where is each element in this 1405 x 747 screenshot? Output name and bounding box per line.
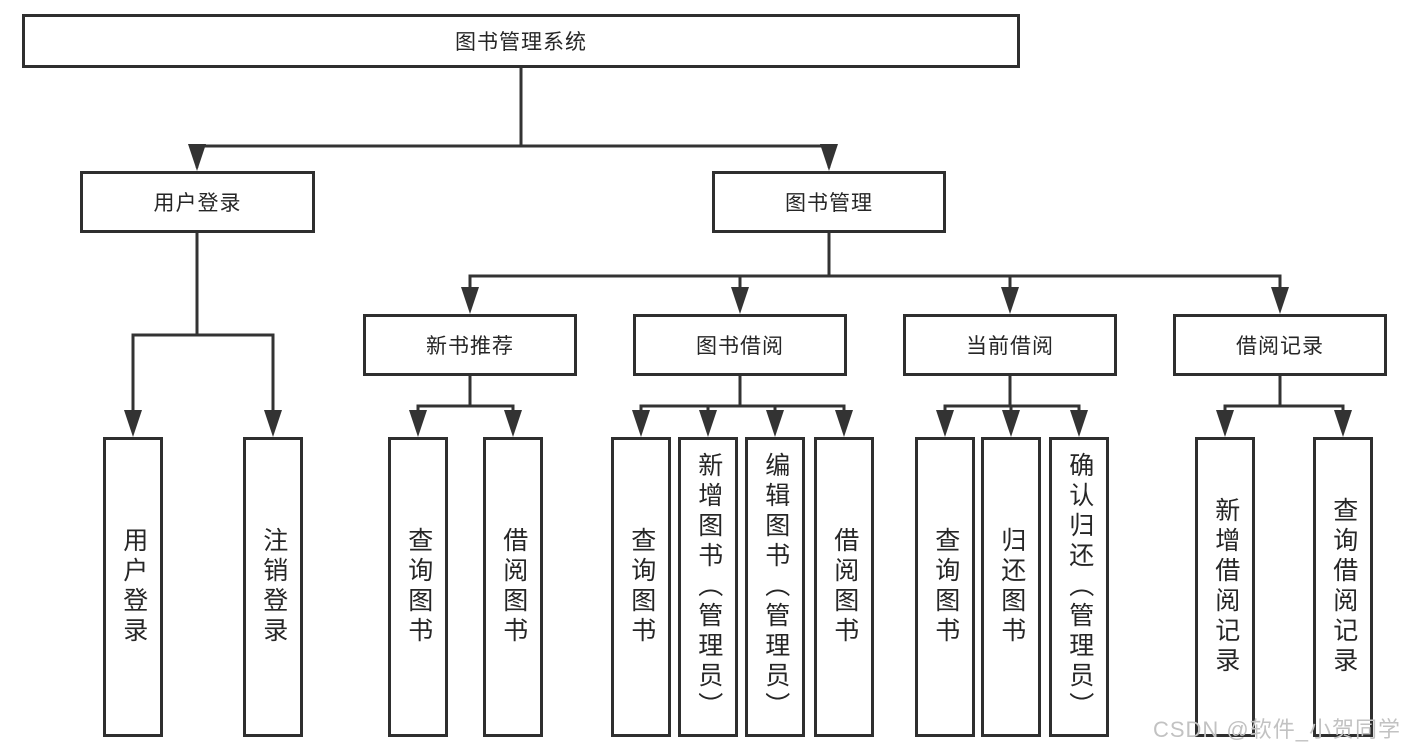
node-label: 当前借阅 xyxy=(966,335,1054,358)
leaf-add-book-admin: 新增图书（管理员） xyxy=(678,437,738,737)
node-label: 图书管理 xyxy=(785,192,873,215)
node-label: 查询图书 xyxy=(404,527,433,647)
node-book-mgmt: 图书管理 xyxy=(712,171,946,233)
leaf-confirm-return-admin: 确认归还（管理员） xyxy=(1049,437,1109,737)
node-label: 确认归还（管理员） xyxy=(1065,452,1094,722)
node-new-book-recommend: 新书推荐 xyxy=(363,314,577,376)
leaf-user-login: 用户登录 xyxy=(103,437,163,737)
node-label: 编辑图书（管理员） xyxy=(761,452,790,722)
node-label: 注销登录 xyxy=(259,527,288,647)
node-label: 借阅图书 xyxy=(499,527,528,647)
leaf-edit-book-admin: 编辑图书（管理员） xyxy=(745,437,805,737)
node-label: 用户登录 xyxy=(153,192,242,215)
node-label: 新增图书（管理员） xyxy=(694,452,723,722)
csdn-watermark: CSDN @软件_小贺同学 xyxy=(1152,717,1401,742)
node-book-borrow: 图书借阅 xyxy=(633,314,847,376)
node-label: 借阅图书 xyxy=(830,527,859,647)
leaf-borrow-books-1: 借阅图书 xyxy=(483,437,543,737)
node-label: 用户登录 xyxy=(119,527,148,647)
node-label: 归还图书 xyxy=(997,527,1026,647)
node-label: 图书管理系统 xyxy=(455,31,587,54)
leaf-logout: 注销登录 xyxy=(243,437,303,737)
node-label: 查询图书 xyxy=(627,527,656,647)
node-label: 查询借阅记录 xyxy=(1329,497,1358,677)
leaf-return-books: 归还图书 xyxy=(981,437,1041,737)
leaf-query-books-1: 查询图书 xyxy=(388,437,448,737)
node-label: 新书推荐 xyxy=(426,335,514,358)
leaf-query-borrow-record: 查询借阅记录 xyxy=(1313,437,1373,737)
node-current-borrow: 当前借阅 xyxy=(903,314,1117,376)
leaf-query-books-3: 查询图书 xyxy=(915,437,975,737)
leaf-borrow-books-2: 借阅图书 xyxy=(814,437,874,737)
leaf-add-borrow-record: 新增借阅记录 xyxy=(1195,437,1255,737)
node-user-login: 用户登录 xyxy=(80,171,315,233)
node-borrow-records: 借阅记录 xyxy=(1173,314,1387,376)
leaf-query-books-2: 查询图书 xyxy=(611,437,671,737)
node-label: 图书借阅 xyxy=(696,335,784,358)
node-label: 查询图书 xyxy=(931,527,960,647)
node-label: 新增借阅记录 xyxy=(1211,497,1240,677)
node-label: 借阅记录 xyxy=(1236,335,1324,358)
node-root: 图书管理系统 xyxy=(22,14,1020,68)
